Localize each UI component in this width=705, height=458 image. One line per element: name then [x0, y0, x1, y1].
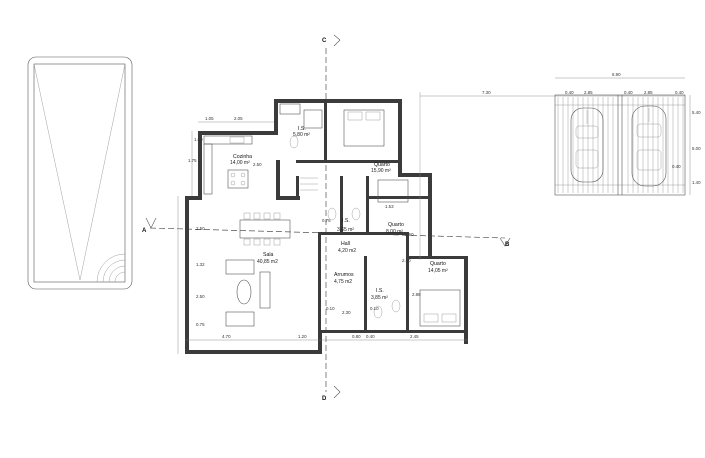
room-name-is-top: I.S.: [298, 126, 306, 132]
living-sofas: [225, 259, 271, 327]
dim-left-250b: 2.50: [196, 294, 205, 299]
dim-garage-285b: 2.85: [644, 90, 653, 95]
dim-left-075: 0.75: [196, 322, 205, 327]
dim-garage-040a: 0.40: [565, 90, 574, 95]
dim-mid-230: 2.30: [342, 310, 351, 315]
room-area-quarto-mid: 8,00 m²: [386, 229, 403, 235]
exterior-walls: [185, 99, 468, 354]
dim-quarto-288: 2.88: [412, 292, 421, 297]
dim-left-100: 1.00: [194, 137, 203, 142]
room-name-quarto-right: Quarto: [430, 261, 446, 267]
dim-garage-690: 6.90: [612, 72, 621, 77]
room-name-cozinha: Cozinha: [233, 154, 252, 160]
dim-kitchen-250: 2.50: [253, 162, 262, 167]
dim-left-132: 1.32: [196, 262, 205, 267]
dim-left-250: 2.50: [196, 226, 205, 231]
bathroom-fixtures: [279, 103, 401, 319]
room-area-cozinha: 14,00 m²: [230, 160, 250, 166]
interior-walls: [296, 102, 430, 332]
swimming-pool: [27, 56, 133, 290]
section-marker-top: C: [322, 38, 327, 44]
dim-bottom-120: 1.20: [298, 334, 307, 339]
house-dimension-lines: [177, 121, 468, 354]
room-area-quarto-right: 14,05 m²: [428, 268, 448, 274]
room-name-arrumos: Arrumos: [334, 272, 354, 278]
carport: [554, 94, 686, 196]
dim-garage-540: 5.40: [692, 110, 701, 115]
room-area-is-mid: 3,65 m²: [337, 227, 354, 233]
dim-top-105: 1.05: [205, 116, 214, 121]
room-name-is-mid: I.S.: [342, 218, 350, 224]
car-left: [570, 107, 604, 183]
dim-top-205: 2.05: [234, 116, 243, 121]
dim-bottom-470: 4.70: [222, 334, 231, 339]
room-area-is-top: 5,80 m²: [293, 132, 310, 138]
room-area-hall: 4,20 m2: [338, 248, 356, 254]
dim-garage-500: 5.00: [692, 146, 701, 151]
section-axes: [145, 34, 511, 399]
dim-mid-010b: 0.10: [370, 306, 379, 311]
room-name-hall: Hall: [341, 241, 350, 247]
dining-table: [239, 212, 291, 246]
stairs: [300, 177, 318, 191]
room-area-quarto-top: 15,90 m²: [371, 168, 391, 174]
dim-bottom-080: 0.80: [352, 334, 361, 339]
garage-dimension-lines: [419, 77, 691, 260]
room-name-quarto-top: Quarto: [374, 162, 390, 168]
dim-mid-010: 0.10: [326, 306, 335, 311]
room-name-is-bottom: I.S.: [376, 288, 384, 294]
bed-mid: [377, 179, 409, 203]
dim-is-153: 1.53: [385, 204, 394, 209]
room-area-sala: 40,85 m2: [257, 259, 278, 265]
kitchen-counter: [203, 135, 253, 195]
room-name-sala: Sala: [263, 252, 273, 258]
bed-top: [343, 109, 385, 147]
dim-garage-140: 1.40: [692, 180, 701, 185]
section-marker-bottom: D: [322, 396, 327, 402]
dim-bottom-040: 0.40: [366, 334, 375, 339]
dim-is-075: 0.75: [322, 218, 331, 223]
dim-left-175: 1.75: [188, 158, 197, 163]
carport-slats: [557, 97, 684, 193]
dim-garage-040d: 0.40: [672, 164, 681, 169]
dim-bottom-245: 2.45: [410, 334, 419, 339]
room-name-quarto-mid: Quarto: [388, 222, 404, 228]
dim-is-160: 1.60: [405, 232, 414, 237]
dim-garage-730: 7.30: [482, 90, 491, 95]
bed-right: [419, 289, 461, 327]
dim-garage-040b: 0.40: [624, 90, 633, 95]
dim-quarto-250: 2.50: [402, 258, 411, 263]
dim-garage-040c: 0.40: [675, 90, 684, 95]
room-area-arrumos: 4,75 m2: [334, 279, 352, 285]
room-area-is-bottom: 3,85 m²: [371, 295, 388, 301]
section-marker-right: B: [505, 242, 510, 248]
dim-garage-285a: 2.85: [584, 90, 593, 95]
section-marker-left: A: [142, 228, 147, 234]
car-right: [631, 105, 667, 187]
